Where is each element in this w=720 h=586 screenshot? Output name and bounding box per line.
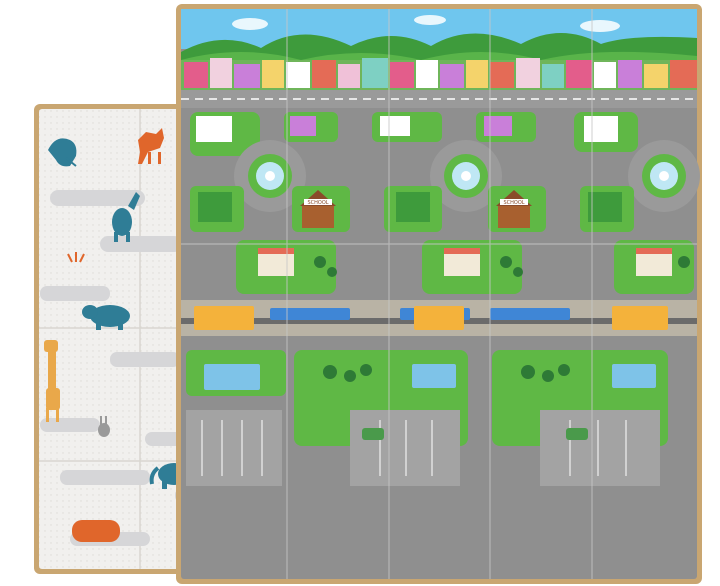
city-side-mat: SCHOOL SCHOOL [176,4,702,584]
shops [196,116,618,142]
fox-icon [138,128,164,164]
hippo-icon [72,520,120,542]
rabbit-icon [98,416,110,437]
giraffe-icon [44,340,60,422]
school-building-icon: SCHOOL [496,190,532,228]
building-row [181,58,697,90]
fountain-icon [234,140,306,212]
fold-lines [181,9,697,579]
car-icon [362,428,588,440]
elephant-icon [112,192,140,242]
hippo-icon [82,305,130,330]
fountain-icon [628,140,700,212]
houses [258,248,672,276]
trees [314,256,690,277]
bird-icon [48,138,77,167]
clouds [232,15,620,32]
svg-text:SCHOOL: SCHOOL [503,200,524,206]
school-building-icon: SCHOOL [300,190,336,228]
svg-text:SCHOOL: SCHOOL [307,200,328,206]
parking-lots [186,410,660,486]
pool [204,364,656,390]
fountain-icon [430,140,502,212]
plant-icon [67,252,85,263]
